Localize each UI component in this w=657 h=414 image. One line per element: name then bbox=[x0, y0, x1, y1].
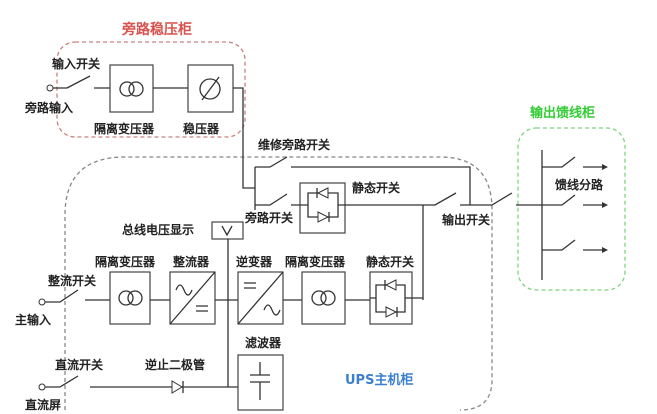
dc-panel-label: 直流屏 bbox=[25, 397, 61, 412]
inverter-label: 逆变器 bbox=[236, 254, 273, 269]
bypass-cabinet-title: 旁路稳压柜 bbox=[121, 21, 192, 38]
capacitor-icon bbox=[250, 362, 270, 400]
bus-voltage-display-label: 总线电压显示 bbox=[122, 222, 194, 237]
input-transformer-label: 隔离变压器 bbox=[95, 254, 156, 269]
dc-switch-label: 直流开关 bbox=[55, 357, 103, 372]
thyristor-pair-icon bbox=[300, 187, 345, 223]
isolation-transformer-label: 隔离变压器 bbox=[94, 121, 155, 136]
thyristor-pair-icon bbox=[370, 279, 423, 318]
input-switch-label: 输入开关 bbox=[52, 56, 100, 71]
output-cabinet-title: 输出馈线柜 bbox=[530, 105, 595, 121]
dc-input-terminal-icon bbox=[38, 383, 46, 391]
rectifier-label: 整流器 bbox=[172, 254, 210, 269]
filter-label: 滤波器 bbox=[245, 335, 282, 350]
ac-dc-icon bbox=[169, 271, 216, 325]
bypass-input-terminal-icon bbox=[46, 84, 54, 92]
regulator-icon bbox=[199, 76, 221, 101]
bus-voltage-meter bbox=[211, 221, 244, 240]
voltmeter-icon bbox=[221, 225, 233, 237]
isolation-transformer-box bbox=[109, 64, 154, 113]
feeder-branch-1 bbox=[542, 156, 608, 170]
transformer-icon bbox=[118, 290, 143, 306]
ups-cabinet-boundary bbox=[64, 156, 493, 411]
feeder-branch-3 bbox=[542, 239, 608, 253]
output-cabinet-boundary bbox=[517, 127, 626, 291]
transformer-icon bbox=[311, 290, 336, 306]
bypass-input-label: 旁路输入 bbox=[24, 100, 73, 115]
ups-cabinet-title: UPS主机柜 bbox=[345, 372, 413, 388]
output-transformer-box bbox=[301, 271, 346, 325]
output-transformer-label: 隔离变压器 bbox=[285, 254, 346, 269]
regulator-label: 稳压器 bbox=[183, 121, 220, 136]
static-switch-label: 静态开关 bbox=[352, 180, 400, 195]
ups-static-switch-label: 静态开关 bbox=[366, 254, 414, 269]
bypass-cabinet-boundary bbox=[56, 41, 246, 138]
bypass-switch-label: 旁路开关 bbox=[244, 210, 293, 225]
main-input-label: 主输入 bbox=[15, 312, 51, 327]
output-switch-label: 输出开关 bbox=[442, 212, 490, 227]
feeder-branch-label: 馈线分路 bbox=[555, 177, 604, 192]
input-transformer-box bbox=[109, 271, 151, 325]
dc-ac-icon bbox=[237, 271, 284, 325]
transformer-icon bbox=[119, 81, 144, 97]
blocking-diode-icon bbox=[171, 380, 184, 394]
feeder-branch-2 bbox=[542, 194, 608, 208]
blocking-diode-label: 逆止二极管 bbox=[145, 357, 205, 372]
rectifier-switch-label: 整流开关 bbox=[47, 273, 96, 288]
maintenance-bypass-switch-label: 维修旁路开关 bbox=[258, 137, 330, 152]
main-input-terminal-icon bbox=[38, 298, 46, 306]
